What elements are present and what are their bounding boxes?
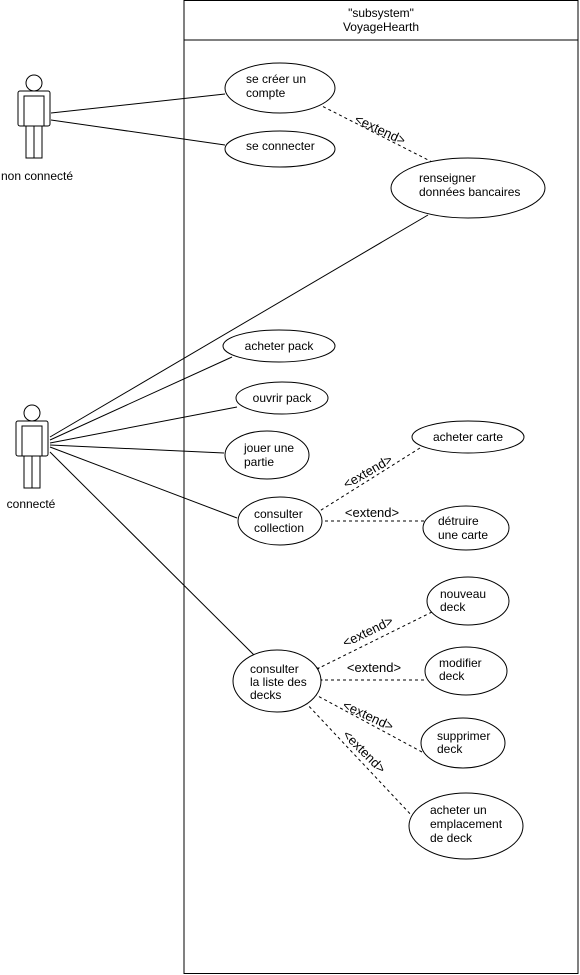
- svg-text:deck: deck: [437, 742, 463, 756]
- extend-label: <extend>: [345, 505, 399, 520]
- use-case-consulter-decks: consulter la liste des decks: [232, 649, 322, 713]
- use-case-consulter-collection: consulter collection: [237, 496, 323, 546]
- svg-text:renseigner: renseigner: [419, 171, 476, 185]
- extends: [305, 104, 439, 819]
- actor-connecte: connecté: [7, 404, 56, 511]
- assoc-c-consulter-collection: [49, 446, 238, 519]
- svg-text:une carte: une carte: [438, 528, 488, 542]
- associations: [49, 93, 429, 658]
- actor-label: non connecté: [1, 169, 73, 183]
- extend-supprimer-to-decks: [316, 695, 423, 753]
- assoc-c-jouer-partie: [49, 444, 225, 454]
- actor-non-connecte: non connecté: [1, 74, 73, 183]
- svg-text:jouer une: jouer une: [243, 441, 294, 455]
- svg-text:deck: deck: [439, 669, 465, 683]
- actor-figure-icon: [15, 404, 49, 489]
- svg-text:deck: deck: [440, 600, 466, 614]
- svg-text:decks: decks: [250, 688, 281, 702]
- svg-text:modifier: modifier: [439, 656, 482, 670]
- svg-text:acheter carte: acheter carte: [433, 430, 503, 444]
- extend-labels: <extend> <extend> <extend> <extend> <ext…: [340, 111, 408, 776]
- svg-text:compte: compte: [246, 86, 286, 100]
- system-boundary: "subsystem" VoyageHearth: [183, 0, 579, 974]
- assoc-nc-se-connecter: [50, 119, 226, 146]
- use-case-jouer-partie: jouer une partie: [224, 430, 310, 480]
- use-case-se-connecter: se connecter: [224, 130, 336, 168]
- assoc-c-acheter-pack: [49, 356, 233, 441]
- svg-text:se créer un: se créer un: [246, 72, 306, 86]
- assoc-nc-creer-compte: [50, 93, 226, 114]
- use-case-renseigner: renseigner données bancaires: [390, 157, 546, 219]
- use-case-supprimer-deck: supprimer deck: [420, 717, 506, 769]
- actor-figure-icon: [17, 74, 51, 159]
- svg-text:acheter un: acheter un: [430, 803, 487, 817]
- svg-text:collection: collection: [254, 521, 304, 535]
- assoc-c-renseigner: [49, 214, 429, 438]
- use-case-acheter-pack: acheter pack: [222, 329, 336, 363]
- system-stereotype: "subsystem": [348, 6, 414, 20]
- svg-text:acheter pack: acheter pack: [245, 339, 315, 353]
- svg-text:partie: partie: [244, 455, 274, 469]
- use-case-ouvrir-pack: ouvrir pack: [235, 381, 329, 415]
- assoc-c-ouvrir-pack: [49, 406, 238, 444]
- use-case-nouveau-deck: nouveau deck: [426, 576, 510, 626]
- system-name: VoyageHearth: [343, 20, 419, 34]
- actor-label: connecté: [7, 497, 56, 511]
- svg-text:ouvrir pack: ouvrir pack: [253, 391, 313, 405]
- use-case-acheter-carte: acheter carte: [411, 420, 525, 454]
- use-case-detruire-carte: détruire une carte: [422, 505, 510, 551]
- extend-label: <extend>: [340, 613, 395, 650]
- use-cases: se créer un compte se connecter renseign…: [222, 62, 546, 860]
- extend-label: <extend>: [340, 727, 389, 776]
- svg-text:données bancaires: données bancaires: [419, 185, 520, 199]
- svg-text:la liste des: la liste des: [250, 675, 307, 689]
- assoc-c-consulter-decks: [49, 451, 257, 658]
- svg-text:consulter: consulter: [250, 662, 299, 676]
- use-case-creer-compte: se créer un compte: [224, 62, 336, 114]
- svg-text:détruire: détruire: [438, 514, 479, 528]
- svg-text:se connecter: se connecter: [246, 139, 315, 153]
- svg-text:supprimer: supprimer: [437, 729, 490, 743]
- svg-text:consulter: consulter: [254, 507, 303, 521]
- svg-text:nouveau: nouveau: [440, 587, 486, 601]
- extend-emplacement-to-decks: [305, 702, 415, 819]
- svg-text:emplacement: emplacement: [430, 817, 503, 831]
- use-case-acheter-emplacement: acheter un emplacement de deck: [408, 792, 524, 860]
- use-case-modifier-deck: modifier deck: [424, 646, 508, 696]
- extend-label: <extend>: [352, 111, 407, 148]
- extend-acheter-carte-to-collection: [318, 447, 421, 512]
- extend-label: <extend>: [341, 452, 395, 492]
- svg-text:de deck: de deck: [430, 831, 473, 845]
- extend-label: <extend>: [347, 660, 401, 675]
- extend-renseigner-to-creer: [318, 104, 439, 166]
